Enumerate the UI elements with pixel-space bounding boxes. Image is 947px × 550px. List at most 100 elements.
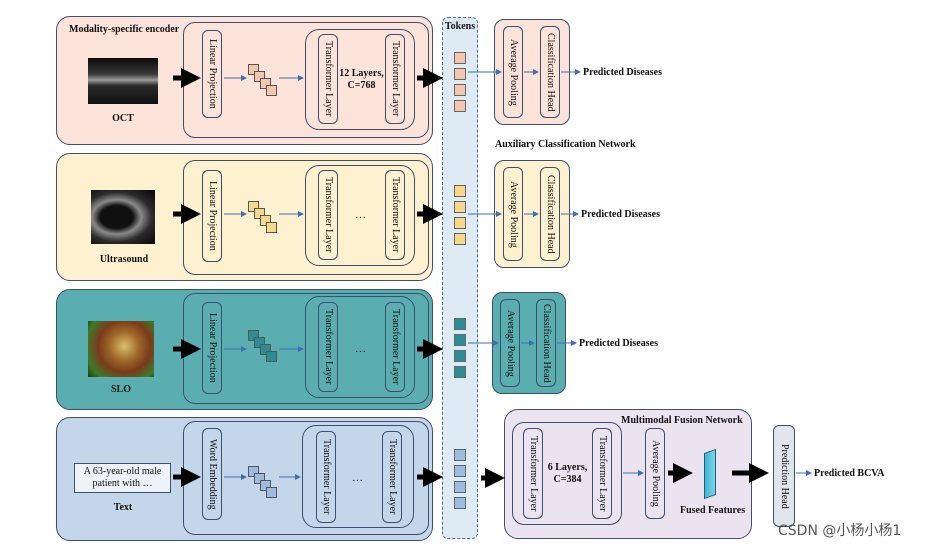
fusion-average-pooling-box: Average Pooling (645, 428, 665, 519)
patch-oct (254, 71, 265, 82)
transformer-layer-box-text-1: Transformer Layer (316, 431, 336, 523)
token-oct (454, 84, 466, 96)
encoder-title: Modality-specific encoder (69, 24, 180, 35)
word-embedding-label: Word Embedding (207, 438, 218, 510)
patch-slo (266, 351, 277, 362)
prediction-head-label: Prediction Head (779, 443, 790, 509)
transformer-layer-label: Transformer Layer (390, 41, 401, 117)
transformer-layer-box-ultrasound-2: Transformer Layer (385, 170, 405, 260)
transformer-stack-slo (305, 296, 415, 398)
fused-features-label: Fused Features (680, 505, 746, 516)
fusion-network-label: Multimodal Fusion Network (621, 415, 743, 426)
linear-projection-box-ultrasound: Linear Projection (202, 170, 222, 262)
token-text (454, 497, 466, 509)
transformer-layer-label: Transformer Layer (528, 435, 539, 512)
token-slo (454, 366, 466, 378)
ellipsis-ultrasound: … (355, 209, 366, 221)
fusion-transformer-layer-box-2: Transformer Layer (592, 428, 612, 519)
transformer-layer-box-oct-2: Transformer Layer (385, 34, 405, 124)
token-oct (454, 52, 466, 64)
average-pooling-label: Average Pooling (650, 440, 661, 507)
patch-ultrasound (248, 201, 259, 212)
linear-projection-label: Linear Projection (207, 313, 218, 383)
token-ultrasound (454, 217, 466, 229)
transformer-layer-label: Transformer Layer (323, 309, 334, 385)
token-slo (454, 318, 466, 330)
patch-slo (248, 330, 259, 341)
ultrasound-image (91, 190, 155, 244)
transformer-layer-label: Transformer Layer (321, 439, 332, 515)
transformer-layer-label: Transformer Layer (323, 177, 334, 253)
aux-network-label: Auxiliary Classification Network (495, 139, 636, 150)
patch-oct (260, 78, 271, 89)
patch-oct (248, 64, 259, 75)
transformer-stack-oct (305, 29, 415, 130)
oct-image (88, 58, 158, 104)
prediction-head-box: Prediction Head (773, 425, 795, 527)
patch-oct (266, 85, 277, 96)
classification-head-box-oct: Classification Head (540, 26, 560, 118)
average-pooling-box-oct: Average Pooling (503, 26, 523, 118)
classification-head-label: Classification Head (541, 303, 552, 383)
average-pooling-label: Average Pooling (508, 38, 519, 106)
average-pooling-box-slo: Average Pooling (500, 299, 520, 387)
predicted-diseases-ultrasound: Predicted Diseases (581, 209, 660, 220)
classification-head-box-slo: Classification Head (536, 299, 556, 387)
token-text (454, 465, 466, 477)
classification-head-label: Classification Head (545, 32, 556, 112)
transformer-layer-label: Transformer Layer (390, 177, 401, 253)
fusion-transformer-stack (512, 422, 622, 525)
patch-text (248, 466, 259, 477)
token-text (454, 481, 466, 493)
token-oct (454, 100, 466, 112)
modality-label-oct: OCT (112, 113, 134, 124)
predicted-diseases-oct: Predicted Diseases (583, 67, 662, 78)
token-ultrasound (454, 201, 466, 213)
modality-label-slo: SLO (110, 384, 131, 395)
linear-projection-label: Linear Projection (207, 39, 218, 109)
predicted-bcva: Predicted BCVA (814, 468, 885, 479)
token-text (454, 449, 466, 461)
modality-label-text: Text (113, 502, 133, 513)
thin-arrows (224, 69, 812, 480)
tokens-label: Tokens (444, 21, 476, 32)
patch-ultrasound (254, 208, 265, 219)
transformer-layer-label: Transformer Layer (323, 41, 334, 117)
transformer-stack-text (302, 425, 414, 528)
token-ultrasound (454, 185, 466, 197)
token-slo (454, 334, 466, 346)
classification-head-label: Classification Head (545, 174, 556, 254)
modality-label-ultrasound: Ultrasound (99, 254, 149, 265)
fusion-transformer-layer-box-1: Transformer Layer (523, 428, 543, 519)
patch-text (266, 487, 277, 498)
transformer-layer-label: Transformer Layer (390, 309, 401, 385)
linear-projection-box-slo: Linear Projection (202, 302, 222, 394)
slo-image (88, 321, 154, 377)
linear-projection-box-oct: Linear Projection (202, 30, 222, 118)
predicted-diseases-slo: Predicted Diseases (579, 338, 658, 349)
patch-text (260, 480, 271, 491)
transformer-layer-box-oct-1: Transformer Layer (318, 34, 338, 124)
transformer-layer-label: Transformer Layer (597, 435, 608, 512)
thick-arrows (173, 68, 769, 488)
fusion-layer-count: 6 Layers, C=384 (547, 462, 588, 485)
token-ultrasound (454, 233, 466, 245)
patch-ultrasound (266, 222, 277, 233)
linear-projection-label: Linear Projection (207, 181, 218, 251)
transformer-layer-box-ultrasound-1: Transformer Layer (318, 170, 338, 260)
transformer-layer-label: Transformer Layer (387, 439, 398, 515)
layer-count-oct: 12 Layers, C=768 (339, 68, 384, 91)
patch-ultrasound (260, 215, 271, 226)
average-pooling-label: Average Pooling (505, 309, 516, 377)
watermark: CSDN @小杨小杨1 (778, 523, 902, 539)
patch-slo (254, 337, 265, 348)
transformer-layer-box-text-2: Transformer Layer (382, 431, 402, 523)
average-pooling-label: Average Pooling (508, 180, 519, 248)
classification-head-box-ultrasound: Classification Head (540, 167, 560, 261)
average-pooling-box-ultrasound: Average Pooling (503, 167, 523, 261)
transformer-stack-ultrasound (305, 165, 415, 266)
text-input-box: A 63-year-old male patient with … (74, 463, 171, 493)
token-slo (454, 350, 466, 362)
ellipsis-text: … (352, 472, 363, 484)
word-embedding-box: Word Embedding (202, 428, 222, 520)
